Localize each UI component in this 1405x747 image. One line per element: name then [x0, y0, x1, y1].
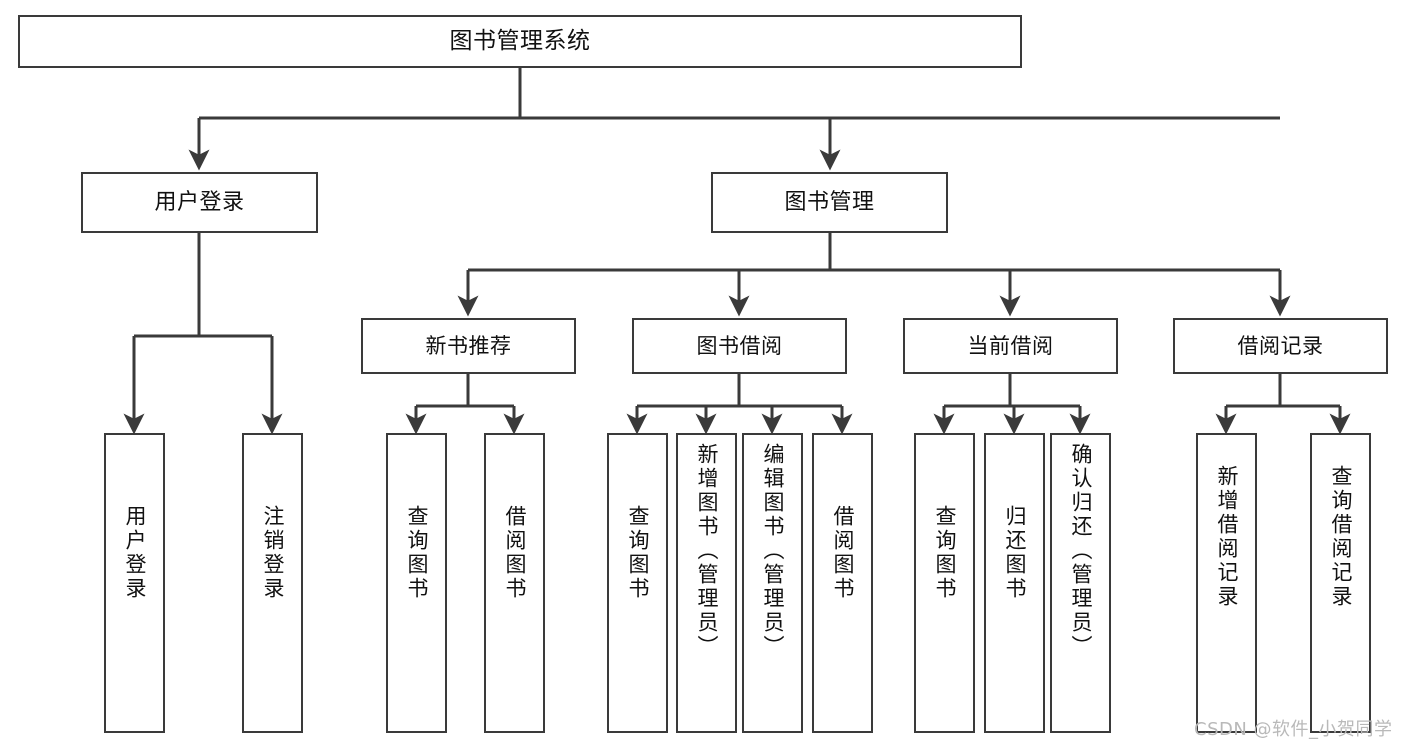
node-label: 用户登录: [123, 505, 148, 601]
node-leaf-query-book-borrow[interactable]: 查询图书: [607, 433, 668, 733]
node-leaf-add-book-admin[interactable]: 新增图书（管理员）: [676, 433, 737, 733]
node-label: 用户登录: [154, 189, 245, 215]
node-leaf-query-borrow-record[interactable]: 查询借阅记录: [1310, 433, 1371, 733]
node-leaf-query-book-current[interactable]: 查询图书: [914, 433, 975, 733]
node-label: 新增借阅记录: [1215, 465, 1240, 609]
watermark-text: CSDN @软件_小贺同学: [1194, 719, 1393, 740]
node-leaf-borrow-book-newbook[interactable]: 借阅图书: [484, 433, 545, 733]
node-current-borrow[interactable]: 当前借阅: [903, 318, 1118, 374]
node-label: 借阅图书: [831, 505, 856, 601]
node-leaf-add-borrow-record[interactable]: 新增借阅记录: [1196, 433, 1257, 733]
node-leaf-borrow-book[interactable]: 借阅图书: [812, 433, 873, 733]
node-label: 查询图书: [933, 505, 958, 601]
node-label: 归还图书: [1003, 505, 1028, 601]
node-leaf-return-book[interactable]: 归还图书: [984, 433, 1045, 733]
node-label: 查询图书: [405, 505, 430, 601]
node-book-borrow[interactable]: 图书借阅: [632, 318, 847, 374]
node-label: 图书借阅: [696, 333, 783, 358]
node-leaf-logout[interactable]: 注销登录: [242, 433, 303, 733]
node-borrow-record[interactable]: 借阅记录: [1173, 318, 1388, 374]
node-label: 新书推荐: [425, 333, 512, 358]
node-book-management[interactable]: 图书管理: [711, 172, 948, 233]
node-new-book-recommendation[interactable]: 新书推荐: [361, 318, 576, 374]
node-leaf-edit-book-admin[interactable]: 编辑图书（管理员）: [742, 433, 803, 733]
node-label: 当前借阅: [967, 333, 1054, 358]
node-label: 借阅记录: [1237, 333, 1324, 358]
node-label: 图书管理: [784, 189, 875, 215]
node-user-login[interactable]: 用户登录: [81, 172, 318, 233]
node-label: 查询借阅记录: [1329, 465, 1354, 609]
node-label: 确认归还（管理员）: [1069, 443, 1094, 659]
node-label: 新增图书（管理员）: [695, 443, 720, 659]
node-root-book-management-system[interactable]: 图书管理系统: [18, 15, 1022, 68]
node-leaf-query-book-newbook[interactable]: 查询图书: [386, 433, 447, 733]
node-label: 编辑图书（管理员）: [761, 443, 786, 659]
node-leaf-user-login[interactable]: 用户登录: [104, 433, 165, 733]
node-label: 注销登录: [261, 505, 286, 601]
node-label: 图书管理系统: [449, 27, 591, 54]
node-leaf-confirm-return-admin[interactable]: 确认归还（管理员）: [1050, 433, 1111, 733]
node-label: 借阅图书: [503, 505, 528, 601]
node-label: 查询图书: [626, 505, 651, 601]
